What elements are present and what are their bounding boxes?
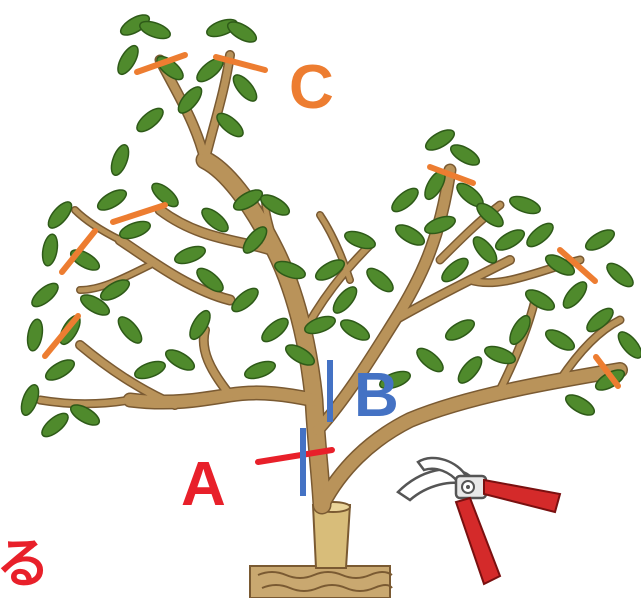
leaf [274, 260, 306, 280]
leaf [314, 259, 346, 281]
leaf [476, 202, 504, 228]
leaf [20, 384, 40, 416]
pruning-shears-icon [396, 456, 562, 586]
leaf [174, 245, 206, 265]
leaf [457, 356, 483, 384]
label-b: B [354, 361, 399, 430]
leaf [509, 195, 541, 215]
branch [77, 262, 153, 293]
label-c: C [289, 53, 334, 122]
leaf [69, 404, 101, 426]
branch [557, 317, 623, 383]
leaf [494, 229, 526, 251]
leaf [232, 74, 258, 102]
leaf [242, 226, 268, 254]
branch [391, 256, 514, 324]
leaf [524, 289, 556, 311]
leaf [544, 254, 576, 276]
leaf [134, 360, 166, 380]
leaf [441, 257, 469, 283]
corner-character: る [0, 534, 50, 594]
branch [116, 236, 234, 304]
leaf [424, 129, 456, 151]
leaf [562, 281, 588, 309]
leaf [344, 230, 376, 250]
branch [72, 207, 123, 243]
leaf [259, 194, 291, 216]
leaf [366, 267, 394, 293]
leaf [216, 112, 244, 138]
leaf [564, 394, 596, 416]
leaf [509, 314, 531, 346]
branch [76, 341, 179, 409]
leaf [164, 349, 196, 371]
leaf [226, 21, 258, 43]
leaf [339, 319, 371, 341]
branch [497, 297, 538, 393]
branch [37, 397, 133, 407]
leaf [424, 215, 456, 235]
leaf [47, 201, 73, 229]
leaf [586, 307, 614, 333]
leaf [484, 345, 516, 365]
leaf [232, 189, 264, 211]
leaf [606, 262, 634, 288]
tree-leaves [20, 14, 641, 438]
branch [201, 51, 234, 164]
cut-mark-b [300, 360, 333, 496]
leaf [391, 187, 419, 213]
leaf [99, 279, 131, 301]
leaf [117, 44, 139, 76]
leaf [472, 236, 498, 264]
leaf [449, 144, 481, 166]
leaf [41, 233, 59, 267]
leaf [119, 220, 151, 240]
leaf [31, 282, 59, 308]
leaf [201, 207, 229, 233]
leaf [444, 319, 476, 341]
leaf [139, 20, 171, 40]
branch [200, 326, 234, 399]
root-ball [249, 565, 393, 598]
leaf [136, 107, 164, 133]
branch [317, 212, 353, 283]
leaf [379, 370, 411, 390]
leaf [231, 287, 259, 313]
leaf [196, 267, 224, 293]
branch [156, 206, 274, 254]
leaf [584, 229, 616, 251]
label-a: A [181, 450, 226, 519]
cut-marks-c [42, 52, 621, 389]
leaf [261, 317, 289, 343]
leaf [617, 331, 641, 359]
leaf [41, 412, 69, 438]
leaf [117, 316, 143, 344]
branch [315, 363, 627, 512]
cut-mark-a [255, 447, 335, 465]
leaf [244, 360, 276, 380]
leaf [177, 86, 203, 114]
leaf [304, 315, 336, 335]
leaf [394, 224, 426, 246]
leaf [119, 14, 151, 36]
leaf [544, 329, 576, 351]
leaf [416, 347, 444, 373]
leaf [96, 189, 128, 211]
leaf [110, 144, 130, 176]
leaf [151, 182, 179, 208]
leaf [526, 222, 554, 248]
leaf [44, 359, 76, 381]
leaf [189, 309, 211, 341]
leaf [26, 318, 44, 352]
leaf [332, 286, 358, 314]
leaf [284, 344, 316, 366]
leaf [79, 294, 111, 316]
